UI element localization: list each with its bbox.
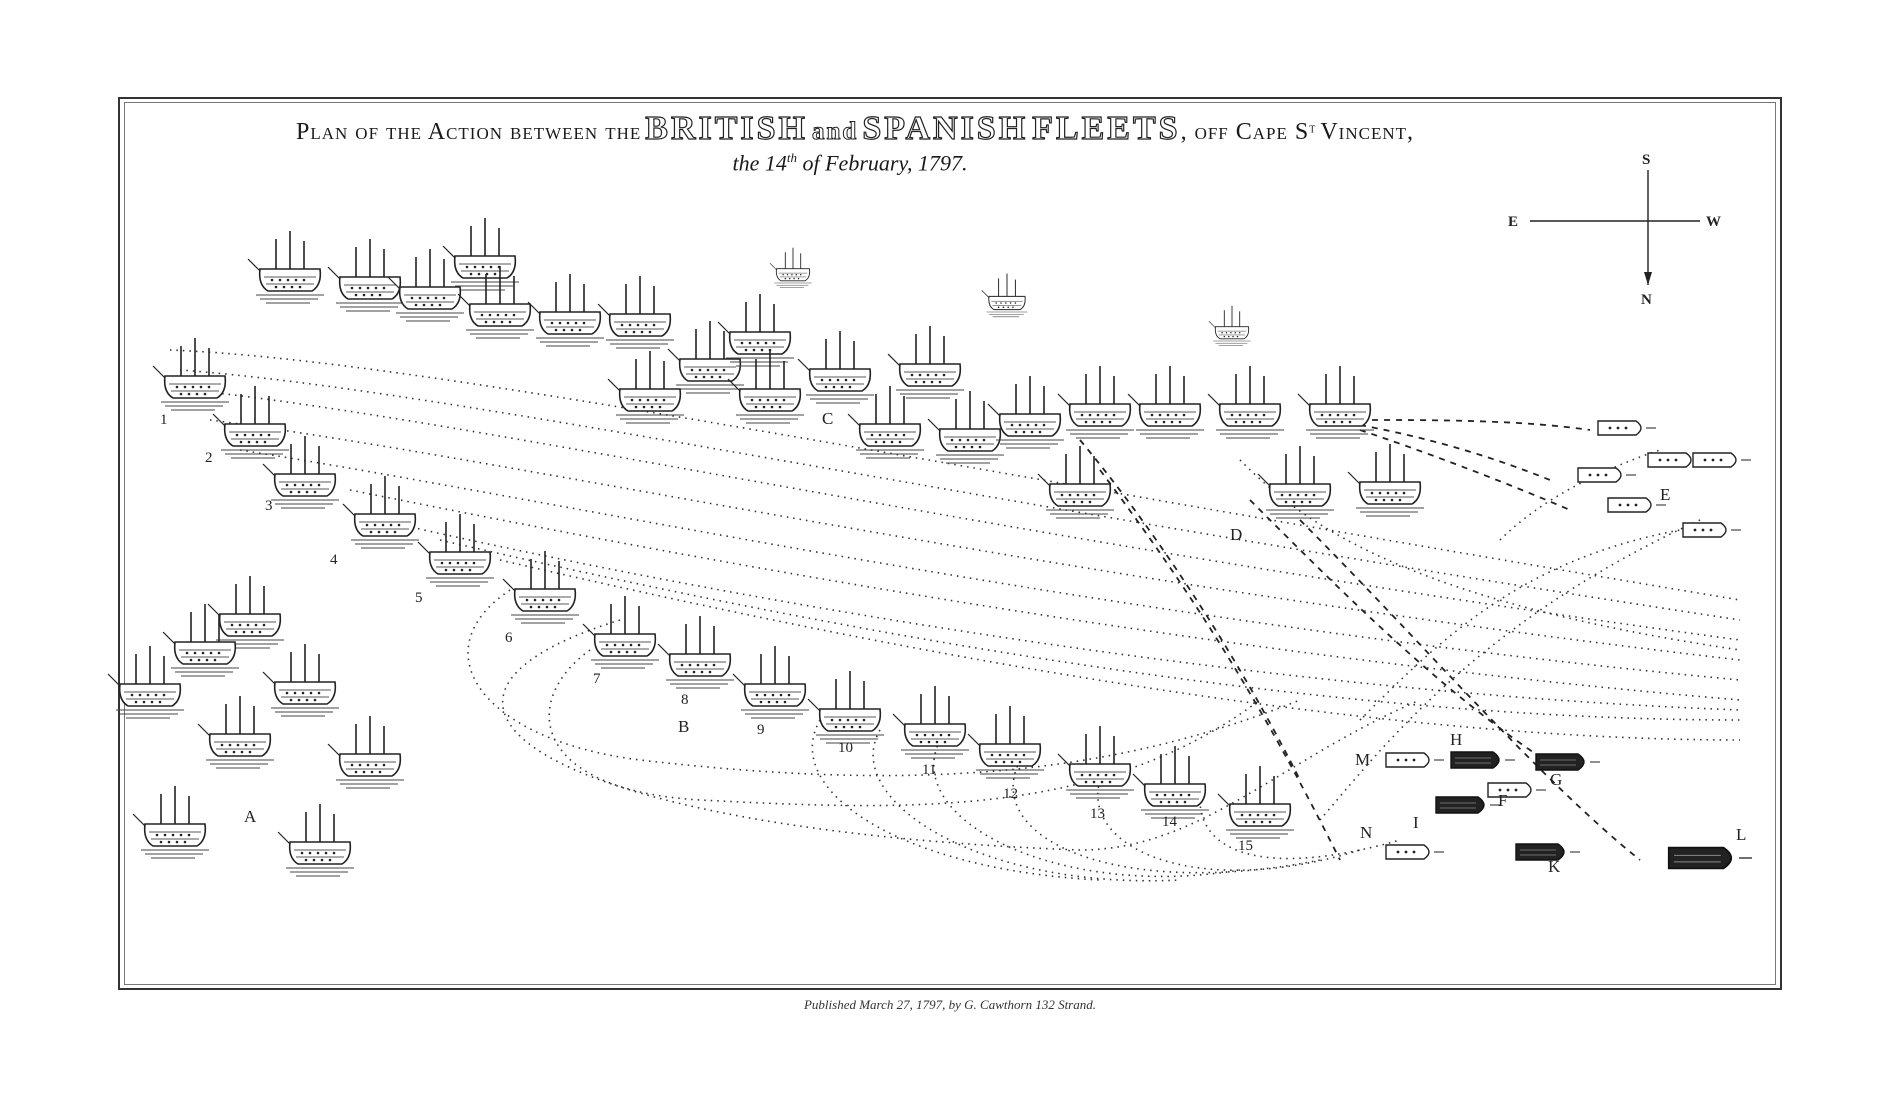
title-part-and: and (811, 118, 859, 146)
ship-number-2: 2 (205, 450, 213, 466)
label-e: E (1660, 485, 1670, 504)
compass-west-label: W (1706, 214, 1721, 230)
title-part-vincent: Vincent, (1320, 119, 1414, 145)
title-part-spanish: SPANISH (862, 109, 1029, 147)
compass-east-label: E (1508, 214, 1518, 230)
label-d: D (1230, 525, 1242, 544)
plate-border (118, 97, 1782, 990)
dashed-attack-lines (1079, 419, 1641, 861)
ship-number-7: 7 (593, 671, 601, 687)
label-n: N (1360, 823, 1372, 842)
label-l: L (1736, 825, 1746, 844)
label-g: G (1550, 770, 1562, 789)
compass-north-label: N (1641, 292, 1652, 308)
ship-number-12: 12 (1003, 786, 1018, 802)
label-k: K (1548, 857, 1561, 876)
ship-number-3: 3 (265, 498, 273, 514)
ship-number-8: 8 (681, 692, 689, 708)
british-line-numbers: 1 2 3 4 5 6 7 8 9 10 11 12 13 14 15 (160, 412, 1253, 854)
ship-number-15: 15 (1238, 838, 1253, 854)
ship-number-9: 9 (757, 722, 765, 738)
subtitle-date-prefix: the 14 (732, 150, 787, 176)
subtitle-date-sup: th (786, 150, 797, 165)
vessels-e-group (1577, 420, 1752, 538)
plate-border-inner (124, 102, 1776, 985)
map-title: Plan of the Action between the BRITISH a… (200, 109, 1510, 148)
position-labels: A B C D E F G H I K L M N (244, 409, 1746, 876)
ship-number-14: 14 (1162, 814, 1178, 830)
title-part-fleets: FLEETS (1032, 109, 1181, 147)
label-c: C (822, 409, 833, 428)
label-m: M (1355, 750, 1370, 769)
label-i: I (1413, 813, 1419, 832)
label-f: F (1498, 791, 1507, 810)
vessels-f-to-n-group (1385, 751, 1753, 870)
map-subtitle: the 14th of February, 1797. (600, 150, 1100, 176)
compass-rose: S E W N (1508, 152, 1721, 308)
compass-south-label: S (1642, 152, 1650, 168)
ship-number-5: 5 (415, 590, 423, 606)
ship-number-4: 4 (330, 552, 338, 568)
spanish-lee-division (107, 575, 405, 877)
ship-number-11: 11 (922, 762, 936, 778)
publisher-imprint: Published March 27, 1797, by G. Cawthorn… (803, 997, 1096, 1012)
ship-number-13: 13 (1090, 806, 1105, 822)
dotted-track-lines (169, 349, 1741, 882)
ship-number-1: 1 (160, 412, 168, 428)
title-part-plan: Plan of the Action between the (296, 119, 642, 145)
ship-number-10: 10 (838, 740, 853, 756)
title-part-saint-sup: t (1309, 121, 1317, 137)
label-a: A (244, 807, 257, 826)
label-h: H (1450, 730, 1462, 749)
title-part-off-cape: , off Cape S (1180, 119, 1310, 145)
spanish-fleet-main (247, 217, 1425, 519)
label-b: B (678, 717, 689, 736)
title-part-british: BRITISH (645, 109, 808, 147)
subtitle-date-suffix: of February, 1797. (797, 150, 968, 176)
ship-number-6: 6 (505, 630, 513, 646)
